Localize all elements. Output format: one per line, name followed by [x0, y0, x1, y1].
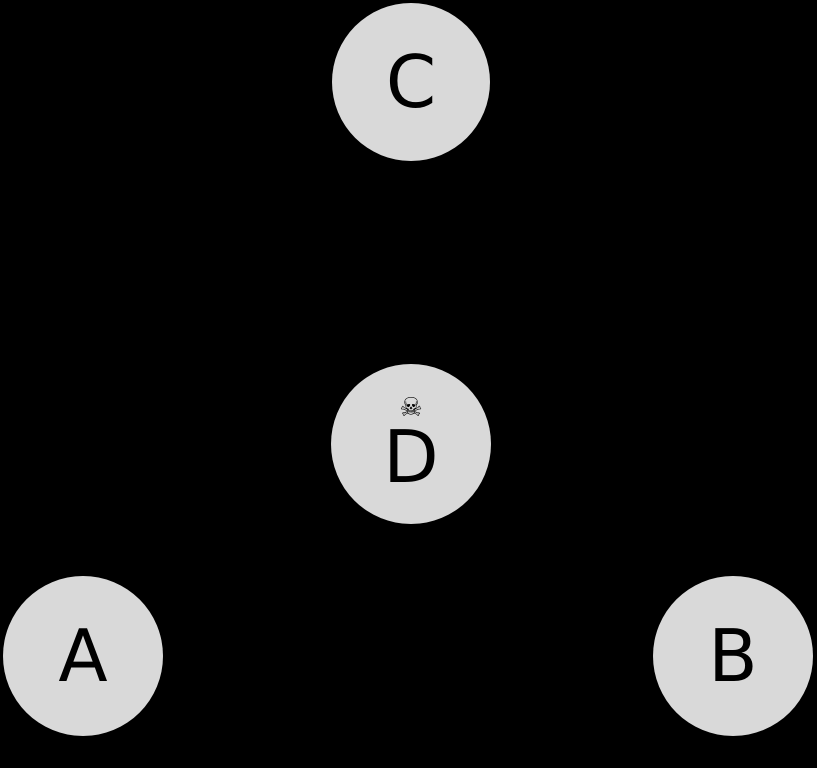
graph-node-b[interactable]: B	[653, 576, 813, 736]
node-label-d: D	[383, 415, 439, 499]
graph-node-a[interactable]: A	[3, 576, 163, 736]
skull-and-crossbones-icon: ☠	[399, 393, 423, 423]
node-label-c: C	[385, 40, 437, 124]
graph-node-d[interactable]: ☠ D	[331, 364, 491, 524]
node-label-a: A	[58, 614, 108, 698]
graph-node-c[interactable]: C	[332, 3, 490, 161]
node-label-b: B	[708, 614, 758, 698]
